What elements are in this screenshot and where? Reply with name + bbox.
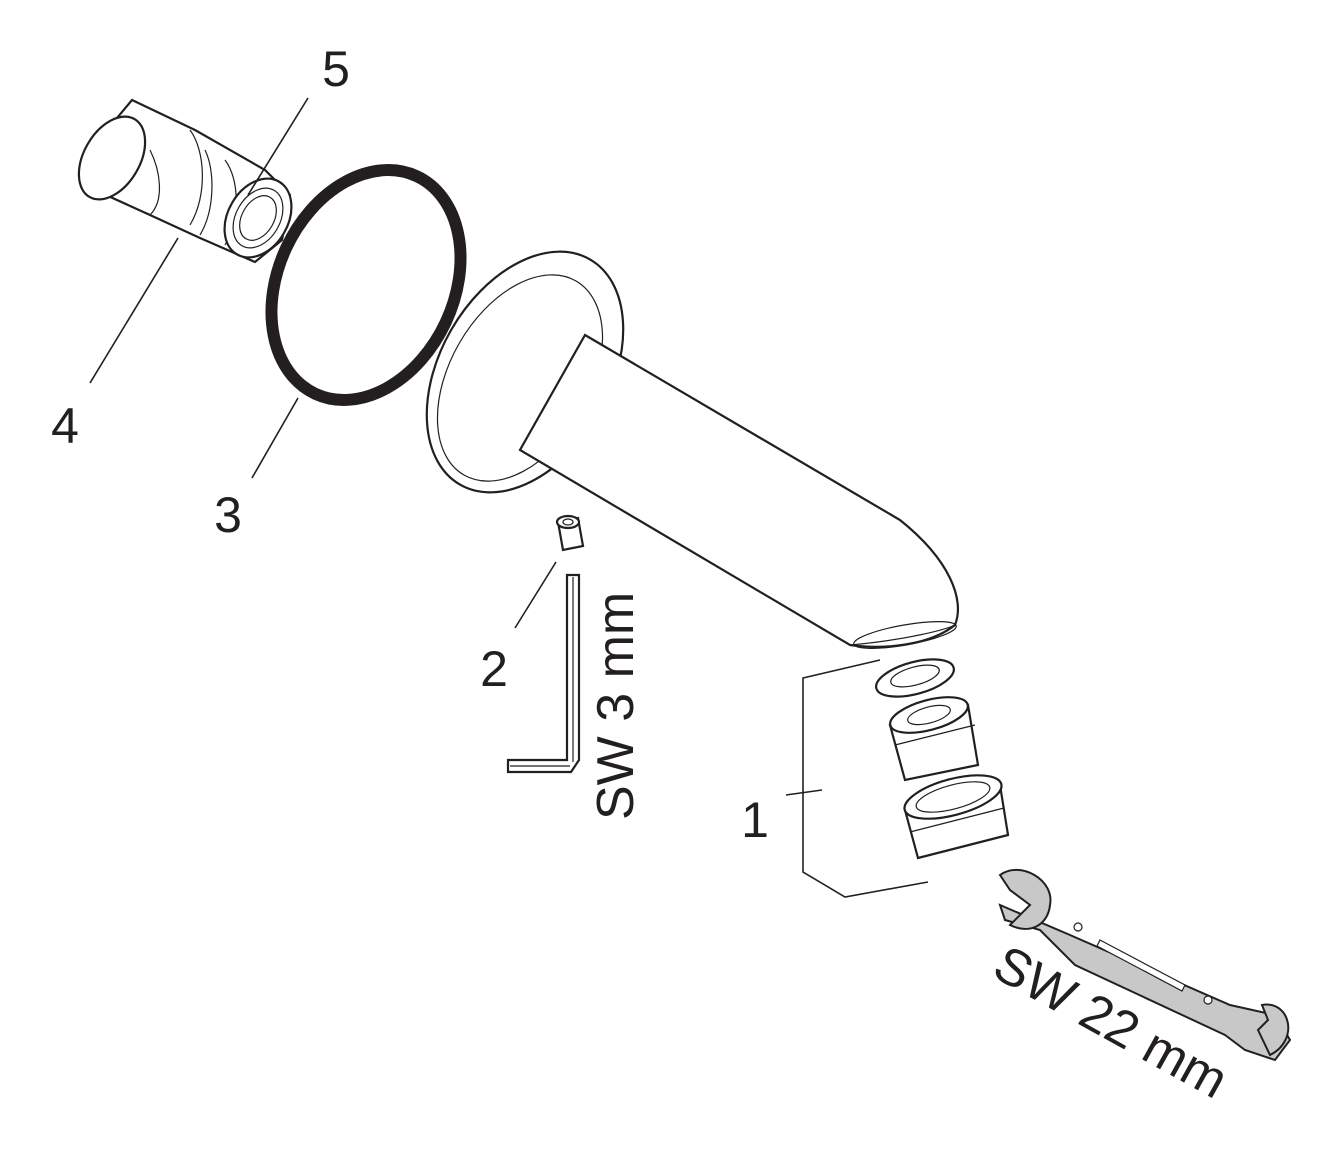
leader-lines	[89, 97, 929, 898]
grub-screw-part	[555, 514, 585, 552]
callout-4: 4	[51, 398, 79, 454]
callout-5: 5	[322, 41, 350, 97]
hex-key-tool	[506, 573, 581, 774]
callout-2: 2	[480, 641, 508, 697]
aerator-set-part	[875, 658, 1010, 860]
split-ring-part	[265, 164, 467, 406]
callout-3: 3	[214, 487, 242, 543]
callout-1: 1	[741, 792, 769, 848]
connector-fitting-part	[77, 98, 293, 264]
open-wrench-tool	[998, 868, 1292, 1062]
spout-part	[425, 250, 959, 649]
hex-key-size-label: SW 3 mm	[587, 592, 645, 820]
